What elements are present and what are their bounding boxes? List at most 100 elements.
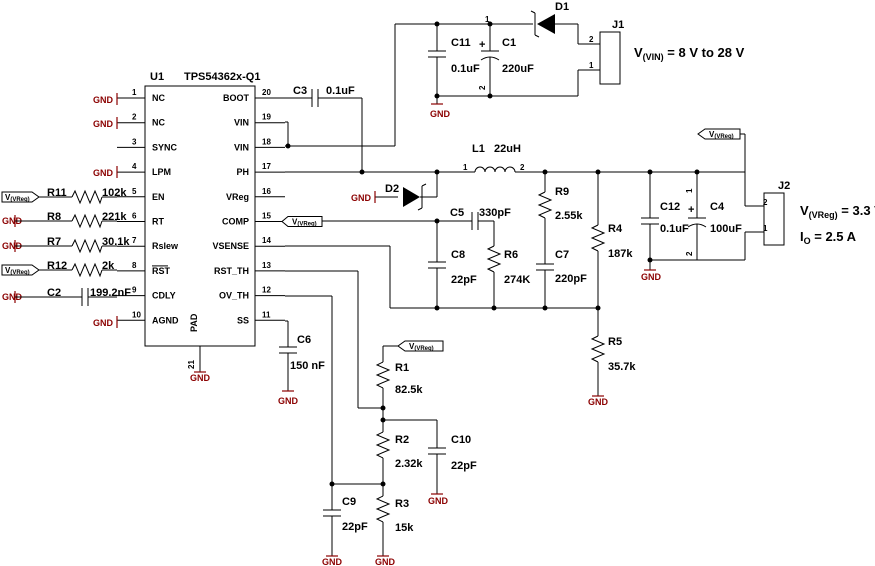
svg-text:1: 1	[589, 61, 594, 70]
c7-ref: C7	[555, 249, 569, 261]
ic-right-pins: 20BOOT19VIN18VIN17PH16VReg15COMP14VSENSE…	[212, 88, 285, 325]
svg-text:2: 2	[589, 35, 594, 44]
c11-value: 0.1uF	[451, 63, 480, 75]
r8-ref: R8	[47, 211, 61, 223]
ic-pin-number: 17	[262, 162, 271, 171]
ic-pad-label: PAD	[189, 313, 199, 332]
r2-ref: R2	[395, 434, 409, 446]
c4-ref: C4	[710, 201, 725, 213]
c5-value: 330pF	[479, 207, 511, 219]
ic-u1: U1 TPS54362x-Q1 PAD 21 1NC2NC3SYNC4LPM5E…	[117, 71, 285, 372]
r6-ref: R6	[504, 249, 518, 261]
ic-pin-name: SYNC	[152, 142, 178, 152]
c4	[687, 172, 707, 260]
c3-net	[285, 89, 363, 172]
r6	[486, 245, 502, 308]
gnd-d2: GND	[351, 191, 376, 203]
gnd-r5: GND	[588, 395, 609, 407]
svg-text:V(VReg): V(VReg)	[5, 193, 30, 203]
gnd-c12: GND	[641, 269, 662, 282]
r9-value: 2.55k	[555, 210, 583, 222]
svg-text:2: 2	[763, 198, 768, 207]
ic-pin-6: 6RT	[117, 212, 164, 227]
c8	[428, 261, 446, 308]
svg-text:V(VReg): V(VReg)	[409, 342, 434, 352]
c6-value: 150 nF	[290, 360, 325, 372]
c2-value: 199.2nF	[90, 287, 131, 299]
gnd-c11: GND	[430, 103, 451, 119]
j1-ref: J1	[612, 19, 624, 31]
svg-text:2: 2	[520, 163, 525, 172]
svg-text:GND: GND	[93, 168, 114, 178]
ic-pin-number: 6	[132, 212, 137, 221]
svg-text:GND: GND	[93, 119, 114, 129]
c10-value: 22pF	[451, 460, 477, 472]
io-label: IO = 2.5 A	[800, 229, 857, 246]
c11-ref: C11	[451, 37, 471, 49]
ic-pin-name: RST_TH	[214, 266, 249, 276]
ic-pin-name: SS	[237, 315, 249, 325]
ic-pin-name: RT	[152, 217, 164, 227]
ov-th-net	[285, 295, 383, 510]
c10	[383, 419, 446, 494]
c7-value: 220pF	[555, 273, 587, 285]
vsense-net	[285, 245, 601, 311]
svg-text:1: 1	[763, 224, 768, 233]
gnd-c6: GND	[278, 390, 299, 406]
c12-value: 0.1uF	[660, 223, 689, 235]
r3-value: 15k	[395, 522, 414, 534]
ic-pin-number: 16	[262, 187, 271, 196]
svg-text:1: 1	[485, 15, 490, 24]
svg-text:GND: GND	[428, 496, 449, 506]
d1	[530, 10, 555, 38]
svg-text:GND: GND	[351, 193, 372, 203]
vreg-flag-en: V(VReg)	[1, 189, 117, 205]
ic-pin-name: VIN	[234, 142, 249, 152]
ic-pin-number: 13	[262, 261, 271, 270]
ic-pin-number: 8	[132, 261, 137, 270]
r4-value: 187k	[608, 248, 633, 260]
gnd-pin1: GND	[93, 93, 118, 105]
l1	[474, 166, 745, 173]
ic-pin-number: 1	[132, 88, 137, 97]
c6-ref: C6	[297, 334, 311, 346]
rst-th-net	[285, 270, 383, 409]
r12-ref: R12	[47, 260, 67, 272]
svg-text:+: +	[688, 204, 694, 216]
svg-text:V(VReg): V(VReg)	[709, 130, 734, 140]
ic-left-pins: 1NC2NC3SYNC4LPM5EN6RT7Rslew8RST9CDLY10AG…	[117, 88, 179, 325]
r3-ref: R3	[395, 498, 409, 510]
svg-text:V(VReg): V(VReg)	[5, 266, 30, 276]
svg-text:GND: GND	[375, 557, 396, 566]
ic-pin-name: VIN	[234, 118, 249, 128]
d2	[403, 183, 427, 211]
ic-pin-number: 3	[132, 137, 137, 146]
gnd-c10: GND	[428, 493, 449, 506]
c9-value: 22pF	[342, 521, 368, 533]
vout-label: V(VReg) = 3.3 V	[800, 203, 875, 220]
c12-ref: C12	[660, 201, 680, 213]
c1-ref: C1	[502, 37, 516, 49]
svg-text:V(VReg): V(VReg)	[292, 218, 317, 228]
ic-pin-number: 19	[262, 113, 271, 122]
ic-pin-1: 1NC	[117, 88, 165, 103]
ic-pin-number: 4	[132, 162, 137, 171]
ic-pin-name: EN	[152, 192, 165, 202]
ic-pin-number: 14	[262, 236, 271, 245]
ic-pin-name: PH	[236, 167, 249, 177]
svg-text:GND: GND	[2, 241, 23, 251]
d2-ref: D2	[385, 183, 399, 195]
r4	[590, 172, 606, 336]
ic-pin-name: VSENSE	[212, 241, 249, 251]
c11	[428, 24, 446, 104]
ic-pin-name: OV_TH	[219, 291, 249, 301]
r11-value: 102k	[102, 187, 127, 199]
r1-ref: R1	[395, 362, 409, 374]
